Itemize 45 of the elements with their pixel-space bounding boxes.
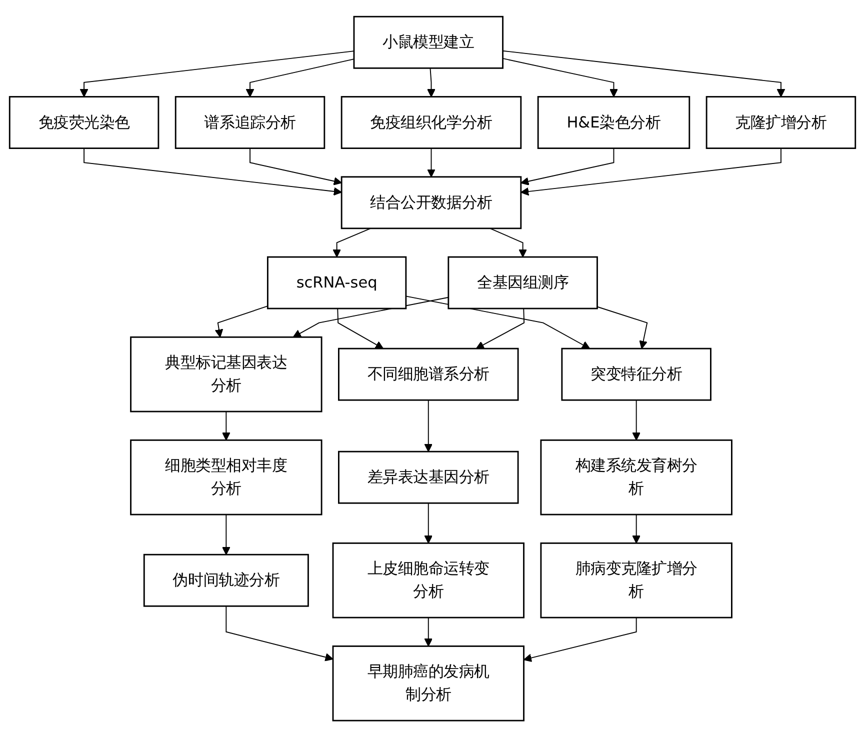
node-box: 不同细胞谱系分析	[338, 348, 519, 401]
arrow	[502, 58, 618, 98]
arrow	[520, 148, 782, 196]
arrow	[520, 148, 614, 186]
arrow	[214, 305, 268, 338]
arrow	[427, 68, 436, 98]
arrow	[596, 306, 648, 349]
node-box: 早期肺癌的发病机制分析	[332, 645, 524, 722]
arrow	[222, 514, 230, 555]
arrow	[523, 616, 637, 662]
node-box: 谱系追踪分析	[174, 96, 326, 149]
node-box: 上皮细胞命运转变分析	[332, 542, 524, 618]
node-box: 免疫组织化学分析	[340, 96, 522, 149]
node-box: 全基因组测序	[448, 256, 598, 310]
node-box: 结合公开数据分析	[340, 176, 522, 229]
arrow	[332, 228, 372, 258]
arrow	[502, 50, 786, 98]
arrow	[84, 148, 342, 196]
arrow	[632, 514, 641, 544]
arrow	[222, 410, 230, 440]
arrow	[80, 50, 354, 98]
arrow	[476, 308, 525, 349]
node-box: H&E染色分析	[537, 96, 690, 149]
arrow	[246, 58, 354, 98]
arrow	[427, 148, 436, 178]
node-box: 差异表达基因分析	[338, 450, 519, 504]
arrow	[250, 148, 342, 186]
arrow	[424, 400, 433, 452]
node-box: 典型标记基因表达分析	[130, 336, 322, 412]
arrow	[490, 228, 528, 258]
arrow	[226, 606, 334, 662]
node-box: scRNA-seq	[266, 256, 407, 310]
arrow	[632, 400, 641, 440]
arrow	[337, 308, 384, 349]
node-box: 小鼠模型建立	[353, 16, 504, 69]
node-box: 构建系统发育树分析	[540, 439, 732, 516]
node-box: 肺病变克隆扩增分析	[540, 542, 732, 618]
node-box: 克隆扩增分析	[706, 96, 856, 149]
node-box: 免疫荧光染色	[8, 96, 160, 149]
arrow	[424, 616, 433, 646]
node-box: 细胞类型相对丰度分析	[130, 439, 322, 516]
node-box: 伪时间轨迹分析	[143, 554, 309, 607]
arrow	[292, 296, 449, 338]
arrow	[424, 502, 433, 544]
node-box: 突变特征分析	[561, 348, 712, 401]
